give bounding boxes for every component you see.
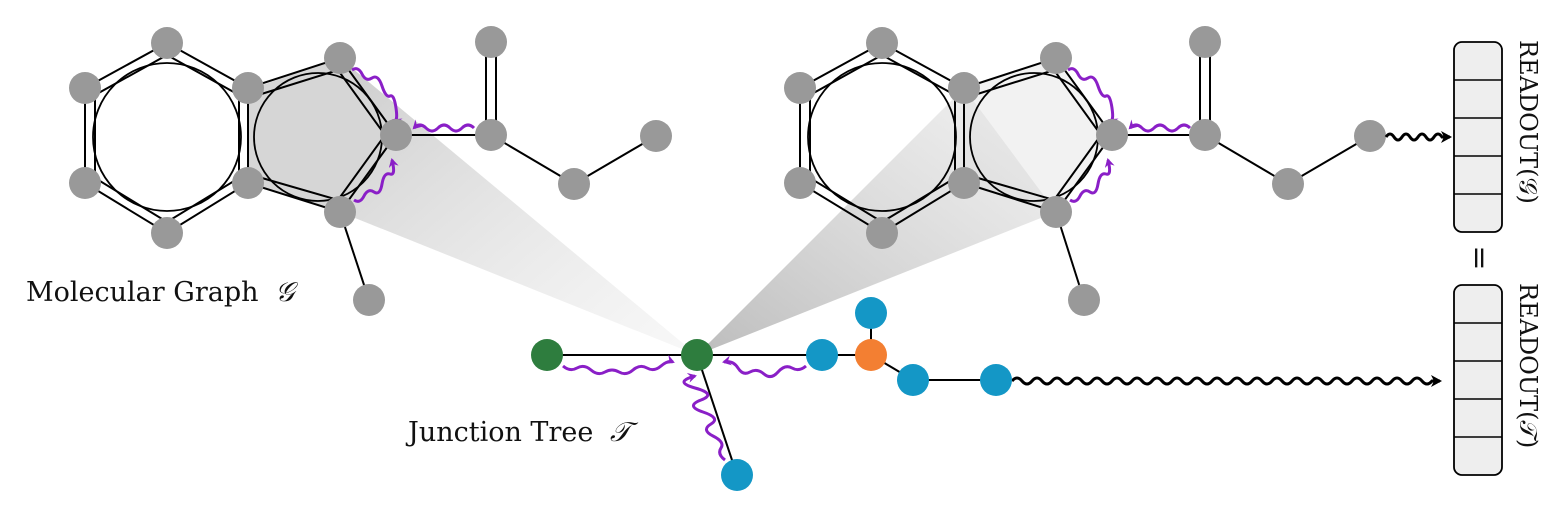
tree-node-blue <box>897 364 929 396</box>
junction-tree-text: Junction Tree <box>405 417 593 448</box>
atoms <box>784 26 1386 316</box>
message-arrow <box>562 354 675 376</box>
tree-node-blue <box>721 459 753 491</box>
junction-tree-label: Junction Tree 𝒯 <box>405 417 639 448</box>
molecular-graph-text: Molecular Graph <box>26 277 259 308</box>
atoms <box>69 26 672 316</box>
tree-node-blue <box>855 297 887 329</box>
equals-sign: = <box>1462 245 1497 270</box>
tree-node-blue <box>806 339 838 371</box>
aromatic-circle <box>807 62 957 212</box>
molecule-right <box>697 26 1452 355</box>
benzene-ring-edges <box>84 41 249 235</box>
aromatic-circle <box>92 62 242 212</box>
molecular-graph-symbol: 𝒢 <box>275 277 299 308</box>
message-arrow <box>1069 158 1115 203</box>
side-chain-edges <box>1055 43 1371 301</box>
tree-edges <box>547 313 996 476</box>
shaded-ring-region <box>248 58 396 212</box>
molecule-left <box>69 26 697 355</box>
message-arrow <box>412 119 476 133</box>
molecular-graph-label: Molecular Graph 𝒢 <box>26 277 299 308</box>
message-arrow <box>722 355 807 379</box>
tree-node-green-center <box>681 339 713 371</box>
message-arrow <box>353 158 399 203</box>
message-arrow <box>351 67 403 128</box>
readout-tree-label: READOUT(𝒯) <box>1514 283 1542 448</box>
message-arrow <box>682 373 726 462</box>
readout-graph-label: READOUT(𝒢) <box>1514 40 1542 204</box>
tree-node-orange <box>855 339 887 371</box>
junction-tree-symbol: 𝒯 <box>610 417 639 448</box>
readout-arrow-graph <box>1384 131 1452 143</box>
readout-vector-graph <box>1453 41 1503 233</box>
projection-cone-left <box>340 58 697 355</box>
message-arrow <box>1067 67 1119 128</box>
readout-arrow-tree <box>1010 375 1442 387</box>
junction-tree <box>531 297 1442 491</box>
tree-node-blue <box>980 364 1012 396</box>
message-arrow <box>1128 119 1192 133</box>
tree-node-green <box>531 339 563 371</box>
readout-vector-tree <box>1453 284 1503 476</box>
